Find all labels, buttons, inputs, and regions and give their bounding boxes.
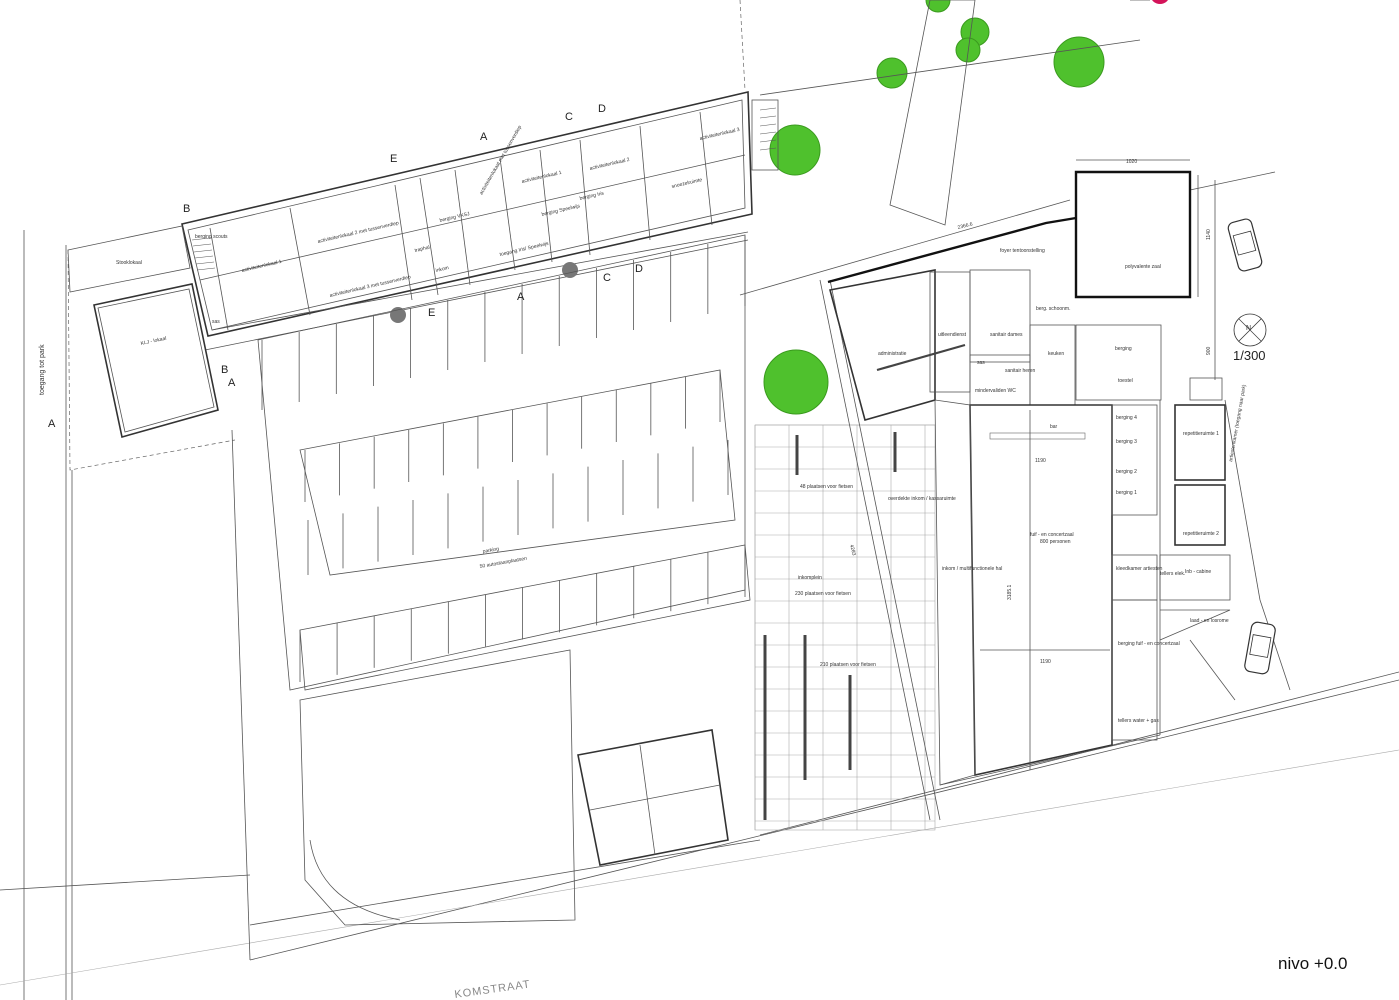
dimension-label: 1190 [1035,458,1046,464]
room-label: keuken [1048,351,1064,357]
room-label: Inb - cabine [1185,569,1211,575]
room-label: berging Iris [579,190,605,202]
room-label: berging 2 [1116,469,1137,475]
column-marker [562,262,578,278]
scale-label: 1/300 [1233,348,1266,363]
section-mark-b: B [183,203,190,215]
tree-icon [769,124,821,176]
room-label: tellers elek. [1160,571,1185,577]
room-label: fuif - en concertzaal [1030,532,1074,538]
room-label: activiteitenlokaal 1 [241,259,282,274]
section-mark-e: E [390,153,397,165]
tree-icon [876,57,908,89]
dimension-label: 2366.6 [957,221,974,231]
car-icon [1244,621,1276,675]
room-label: tellers water + gas [1118,718,1159,724]
bike-label: inkomplein [798,575,822,581]
room-label: traphal [414,245,430,254]
room-label: administratie [878,351,907,357]
room-label: KLJ - lokaal [140,336,167,347]
bike-label: 48 plaatsen voor fietsen [800,484,853,490]
north-arrow-icon: N [1233,313,1267,347]
room-label: berging 1 [1116,490,1137,496]
right-room-labels: foyer tentoonstelling polyvalente zaal a… [878,159,1248,724]
room-label: 800 personen [1040,539,1071,545]
parking-stalls [261,234,746,690]
room-label: berging 4 [1116,415,1137,421]
room-label: sanitair dames [990,332,1023,338]
north-label: N [1246,325,1251,332]
car-icon [1227,218,1263,272]
room-label: inkom [435,265,449,274]
room-label: berging 3 [1116,439,1137,445]
room-label: activiteitenlokaal 2 met tussenverdiep [317,220,400,245]
section-mark-d: D [598,103,606,115]
room-label: foyer tentoonstelling [1000,248,1045,254]
path-label: toegang tot park [39,344,46,395]
parking-label: parking [482,546,499,555]
dimension-label: 1020 [1126,159,1137,165]
room-label: berging VKSJ [439,211,471,224]
section-mark-c: C [565,111,573,123]
section-mark-a: A [517,291,525,303]
room-label: laad - en losrome [1190,618,1229,624]
parking-lot [257,234,751,926]
bike-label: 210 plaatsen voor fietsen [820,662,876,668]
small-building [577,729,729,866]
room-label: repetitieruimte 1 [1183,431,1219,437]
room-label: bar [1050,424,1058,430]
section-mark-d: D [635,263,643,275]
section-mark-b: B [221,364,228,376]
dimension-label: 900 [1206,346,1212,355]
room-label: polyvalente zaal [1125,264,1161,270]
room-label: inkom / multifunctionele hal [942,566,1002,572]
room-label: sas [212,319,220,325]
canopy-label: overdekte inkom / kassaruimte [888,496,956,502]
room-label: activiteitenlokaal 1 [521,170,562,185]
bike-label: 230 plaatsen voor fietsen [795,591,851,597]
section-mark-c: C [603,272,611,284]
room-label: berging fuif - en concertzaal [1118,641,1180,647]
room-label: activiteitenlokaal 2 [589,157,630,172]
street-name: KOMSTRAAT [454,978,532,1000]
section-mark-e: E [428,307,435,319]
section-marks: A A A A B B C C D D E E [48,103,643,430]
room-label: sanitair heren [1005,368,1036,374]
room-label: activiteitenlokaal 3 [699,127,740,142]
room-label: Stooklokaal [116,260,142,266]
section-mark-a: A [48,418,56,430]
dimension-label: 1190 [1040,659,1051,665]
tree-icon [763,349,829,415]
room-label: snoezelruimte [671,177,703,190]
marker-top [1152,0,1168,4]
left-building [67,90,779,471]
section-mark-a: A [228,377,236,389]
room-label: berg. schoonm. [1036,306,1070,312]
section-mark-a: A [480,131,488,143]
parking-count: 50 autostaanplaatsen [479,556,527,570]
room-label: berging Speelwijs [541,203,581,218]
right-building [827,159,1291,786]
room-label: berging scouts [195,234,228,240]
dimension-label: 4283 [848,544,857,557]
room-label: berging [1115,346,1132,352]
tree-icon [1053,36,1105,88]
room-label: artiestenkamer (toegang naar park) [1228,384,1248,463]
dimension-label: 3185.1 [1007,584,1013,600]
room-label: mindervaliden WC [975,388,1016,394]
room-label: toestel [1118,378,1133,384]
room-label: kleedkamer artiesten [1116,566,1163,572]
room-label: sas [977,360,985,366]
bike-area [754,279,941,831]
room-label: uitleendienst [938,332,967,338]
room-label: activiteitenlokaal 3 met tussenverdiep [329,274,412,299]
column-marker [390,307,406,323]
dimension-label: 1140 [1206,229,1212,240]
room-label: repetitieruimte 2 [1183,531,1219,537]
room-label: toegang Iris/ Speelwijs [499,241,550,258]
tree-icon [925,0,951,13]
level-label: nivo +0.0 [1278,954,1348,973]
